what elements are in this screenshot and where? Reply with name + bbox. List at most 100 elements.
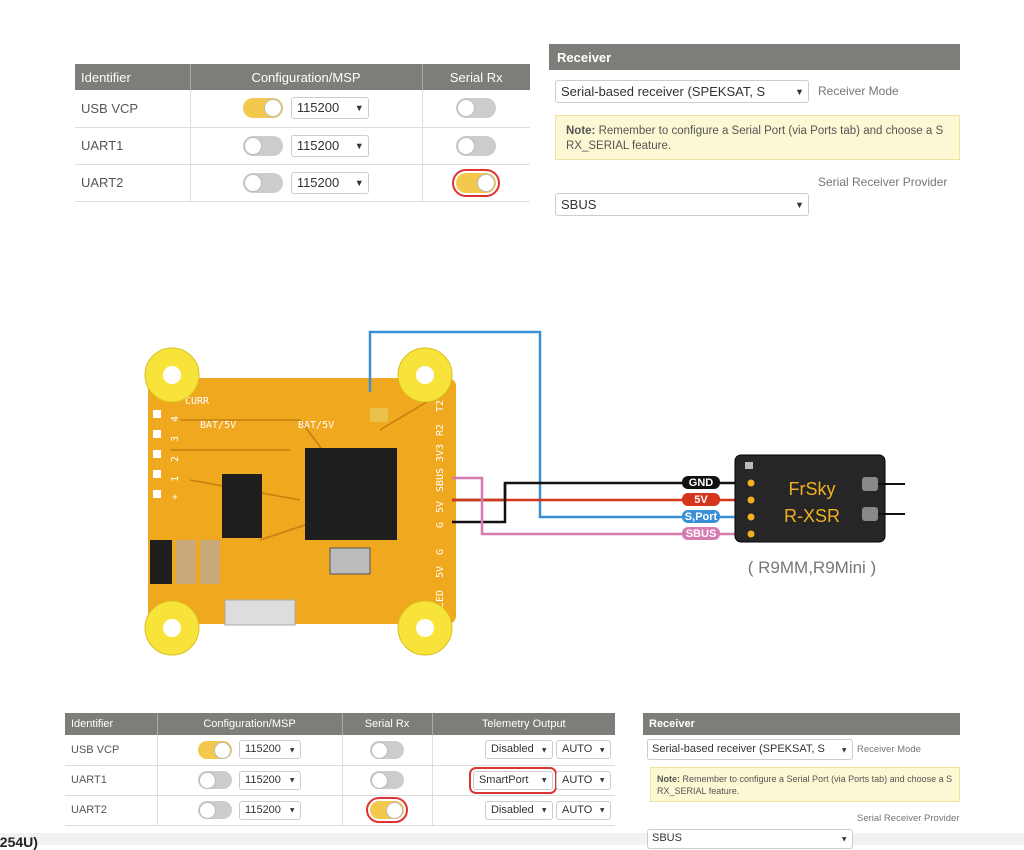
configuration-cell: 115200▼ — [157, 735, 343, 766]
wire-label-gnd: GND — [689, 477, 714, 489]
wire-label-sbus: SBUS — [686, 528, 717, 540]
port-identifier: USB VCP — [65, 735, 158, 766]
board-label: T2 — [435, 400, 446, 412]
ports-table-bottom: Identifier Configuration/MSP Serial Rx T… — [65, 713, 615, 826]
telemetry-select[interactable]: SmartPort▼ — [468, 766, 557, 794]
dropdown-arrow-icon: ▼ — [288, 745, 297, 755]
msp-toggle[interactable] — [243, 135, 284, 156]
serial-rx-toggle[interactable] — [370, 740, 404, 759]
receiver-mode-label: Receiver Mode — [857, 744, 921, 755]
telemetry-baud-value: AUTO — [562, 803, 593, 816]
port-identifier: UART2 — [75, 164, 191, 202]
wire-label-5v: 5V — [694, 494, 708, 506]
baud-rate-value: 115200 — [296, 137, 340, 153]
dropdown-arrow-icon: ▼ — [354, 177, 364, 188]
col-identifier: Identifier — [65, 713, 158, 735]
baud-rate-select[interactable]: 115200▼ — [239, 740, 302, 760]
dropdown-arrow-icon: ▼ — [540, 745, 548, 755]
serial-rx-toggle[interactable] — [456, 98, 497, 119]
col-telemetry-output: Telemetry Output — [432, 713, 615, 735]
dropdown-arrow-icon: ▼ — [840, 745, 848, 754]
baud-rate-value: 115200 — [296, 100, 340, 116]
serial-rx-cell — [342, 735, 433, 766]
wire-sport — [368, 330, 745, 519]
baud-rate-select[interactable]: 115200 ▼ — [290, 171, 369, 194]
board-label: 5V — [435, 566, 446, 578]
port-identifier: USB VCP — [75, 90, 191, 128]
port-row: UART2 115200 ▼ — [75, 164, 530, 202]
ports-table-top: Identifier Configuration/MSP Serial Rx U… — [75, 64, 530, 202]
port-identifier: UART1 — [75, 127, 191, 165]
note-text: Remember to configure a Serial Port (via… — [566, 125, 944, 152]
receiver-model: R-XSR — [784, 506, 840, 526]
receiver-mode-select[interactable]: Serial-based receiver (SPEKSAT, S ▼ — [647, 739, 853, 760]
receiver-compatibility: ( R9MM,R9Mini ) — [748, 558, 876, 577]
dropdown-arrow-icon: ▼ — [540, 805, 548, 815]
msp-toggle[interactable] — [197, 801, 232, 819]
configuration-cell: 115200▼ — [157, 795, 343, 826]
dropdown-arrow-icon: ▼ — [354, 103, 364, 114]
board-label: 2 — [170, 456, 181, 462]
serial-provider-select[interactable]: SBUS▼ — [647, 829, 853, 849]
receiver-title: Receiver — [643, 713, 960, 735]
receiver-panel-top: Receiver Serial-based receiver (SPEKSAT,… — [549, 44, 960, 216]
col-serial-rx: Serial Rx — [342, 713, 433, 735]
baud-rate-value: 115200 — [245, 803, 281, 816]
board-label: LED — [435, 590, 446, 608]
telemetry-cell: SmartPort▼ AUTO▼ — [432, 765, 615, 796]
telemetry-baud-select[interactable]: AUTO ▼ — [556, 800, 611, 820]
telemetry-cell: Disabled▼ AUTO ▼ — [432, 795, 615, 826]
msp-toggle[interactable] — [197, 740, 232, 759]
board-label: G — [435, 522, 446, 528]
board-label: BAT/5V — [200, 420, 236, 431]
receiver-mode-select[interactable]: Serial-based receiver (SPEKSAT, S ▼ — [555, 80, 809, 103]
receiver-panel-bottom: Receiver Serial-based receiver (SPEKSAT,… — [643, 713, 960, 849]
col-serial-rx: Serial Rx — [422, 64, 530, 90]
dropdown-arrow-icon: ▼ — [598, 745, 606, 755]
baud-rate-select[interactable]: 115200▼ — [239, 770, 302, 790]
serial-rx-toggle[interactable] — [366, 797, 408, 823]
baud-rate-select[interactable]: 115200▼ — [239, 800, 302, 820]
receiver-mode-value: Serial-based receiver (SPEKSAT, S — [561, 84, 766, 99]
telemetry-select[interactable]: Disabled▼ — [484, 800, 553, 820]
port-row: UART1 115200▼ SmartPort▼ AUTO▼ — [65, 765, 615, 796]
note-bold: Note: — [566, 125, 596, 137]
serial-rx-toggle[interactable] — [456, 135, 497, 156]
configuration-cell: 115200 ▼ — [190, 127, 423, 165]
telemetry-value: Disabled — [490, 743, 534, 756]
baud-rate-select[interactable]: 115200 ▼ — [290, 134, 369, 157]
port-identifier: UART2 — [65, 795, 158, 826]
serial-rx-toggle[interactable] — [452, 168, 501, 197]
board-label: R2 — [435, 424, 446, 436]
board-label: 1 — [170, 476, 181, 482]
telemetry-baud-select[interactable]: AUTO▼ — [556, 770, 611, 790]
baud-rate-select[interactable]: 115200 ▼ — [290, 97, 369, 120]
msp-toggle[interactable] — [243, 98, 284, 119]
board-label: 3V3 — [435, 444, 446, 462]
serial-rx-cell — [422, 164, 530, 202]
serial-rx-toggle[interactable] — [370, 771, 404, 789]
telemetry-select[interactable]: Disabled ▼ — [484, 740, 553, 760]
serial-provider-value: SBUS — [561, 197, 597, 212]
serial-provider-select[interactable]: SBUS▼ — [555, 193, 809, 216]
configuration-cell: 115200▼ — [157, 765, 343, 796]
dropdown-arrow-icon: ▼ — [598, 805, 606, 815]
receiver-title: Receiver — [549, 44, 960, 70]
telemetry-baud-select[interactable]: AUTO ▼ — [556, 740, 611, 760]
dropdown-arrow-icon: ▼ — [354, 140, 364, 151]
note-text: Remember to configure a Serial Port (via… — [657, 774, 953, 796]
wire-sbus — [452, 476, 745, 536]
receiver-note: Note: Remember to configure a Serial Por… — [650, 767, 960, 802]
msp-toggle[interactable] — [197, 771, 232, 789]
col-identifier: Identifier — [75, 64, 191, 90]
baud-rate-value: 115200 — [296, 174, 340, 190]
wire-label-sport: S,Port — [685, 511, 718, 523]
msp-toggle[interactable] — [243, 172, 284, 193]
col-configuration-msp: Configuration/MSP — [157, 713, 343, 735]
dropdown-arrow-icon: ▼ — [598, 775, 606, 785]
receiver-mode-value: Serial-based receiver (SPEKSAT, S — [652, 743, 825, 755]
dropdown-arrow-icon: ▼ — [794, 86, 804, 97]
col-configuration-msp: Configuration/MSP — [190, 64, 423, 90]
telemetry-baud-value: AUTO — [562, 743, 593, 756]
